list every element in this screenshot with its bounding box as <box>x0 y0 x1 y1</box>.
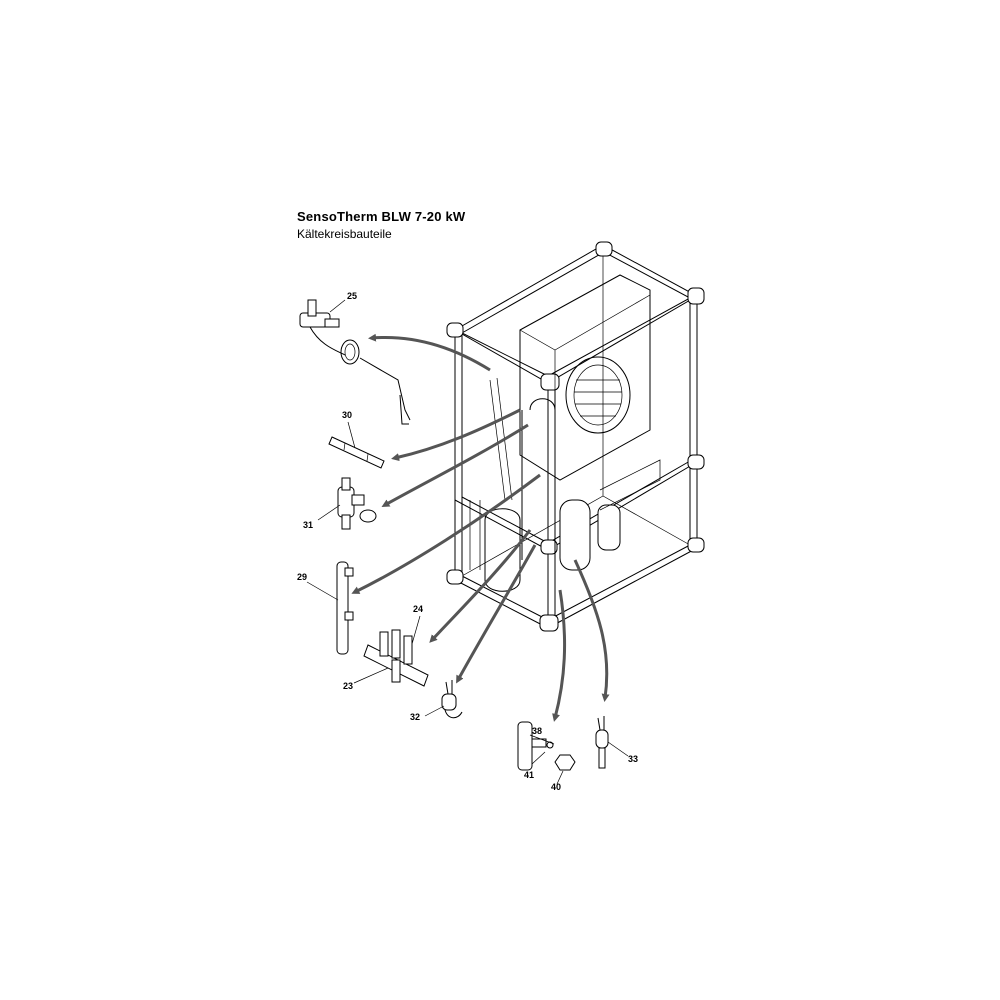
callout-23: 23 <box>343 681 353 691</box>
unit-housing <box>446 241 705 632</box>
callout-41: 41 <box>524 770 534 780</box>
part-33-pressure-switch <box>595 716 629 769</box>
part-25-expansion-valve <box>299 299 411 425</box>
part-30-filter-drier <box>328 421 385 469</box>
callout-29: 29 <box>297 572 307 582</box>
drawing-title: SensoTherm BLW 7-20 kW <box>297 209 466 224</box>
callout-25: 25 <box>347 291 357 301</box>
part-23-24-manifold <box>353 615 429 687</box>
callout-30: 30 <box>342 410 352 420</box>
callout-38: 38 <box>532 726 542 736</box>
callout-31: 31 <box>303 520 313 530</box>
part-32-pressure-switch <box>424 680 463 719</box>
callout-32: 32 <box>410 712 420 722</box>
callout-33: 33 <box>628 754 638 764</box>
part-29-pipe <box>306 561 354 655</box>
drawing-subtitle: Kältekreisbauteile <box>297 227 392 241</box>
part-38-41-40-service-valve <box>517 721 576 785</box>
callout-40: 40 <box>551 782 561 792</box>
explode-arrows <box>351 333 610 722</box>
part-31-sight-glass <box>317 477 377 530</box>
callout-24: 24 <box>413 604 423 614</box>
